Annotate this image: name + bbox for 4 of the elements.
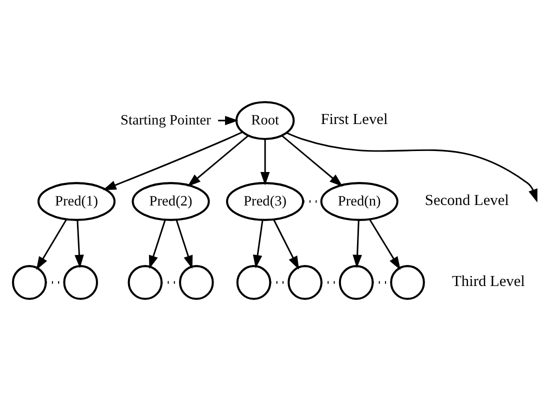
label: First Level bbox=[320, 110, 388, 128]
label: Second Level bbox=[424, 192, 509, 209]
label: Third Level bbox=[452, 272, 525, 290]
node-text: Starting Pointer bbox=[120, 112, 211, 128]
